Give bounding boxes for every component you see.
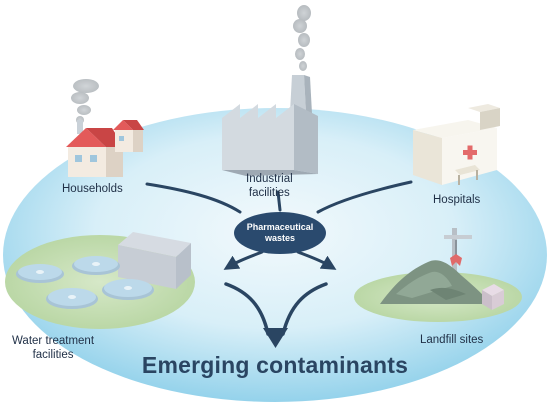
label-water-treatment-facilities: Water treatment facilities [12, 334, 94, 362]
landfill-icon [354, 228, 522, 322]
arrow-from-hospitals [316, 180, 413, 214]
house-icon [66, 79, 144, 177]
pharmaceutical-wastes-label: Pharmaceutical wastes [234, 212, 326, 254]
diagram-title: Emerging contaminants [141, 352, 409, 378]
label-industrial-line1: Industrial [246, 173, 293, 185]
factory-icon [222, 5, 318, 176]
arrow-to-emerging-contaminants-right [281, 282, 328, 336]
pharmaceutical-wastes-node [234, 212, 326, 254]
hospital-icon [413, 104, 500, 185]
arrowhead-emerging-contaminants [263, 328, 288, 348]
label-industrial-line2: facilities [248, 187, 290, 199]
flow-arrows [145, 180, 413, 336]
label-landfill-sites: Landfill sites [420, 334, 484, 346]
label-households: Households [62, 183, 123, 195]
label-water-line1: Water treatment [12, 335, 95, 347]
center-label-line1: Pharmaceutical [246, 222, 314, 232]
label-water-line2: facilities [32, 349, 74, 361]
center-label-line2: wastes [264, 233, 296, 243]
arrow-from-households [145, 182, 242, 214]
label-industrial-facilities: Industrial facilities [246, 172, 293, 200]
water-treatment-icon [5, 232, 195, 329]
arrow-to-emerging-contaminants-left [224, 282, 270, 336]
arrow-to-water-treatment [223, 250, 264, 270]
arrow-to-landfill [296, 250, 337, 270]
label-hospitals: Hospitals [433, 194, 481, 206]
arrow-from-industrial [276, 190, 282, 212]
